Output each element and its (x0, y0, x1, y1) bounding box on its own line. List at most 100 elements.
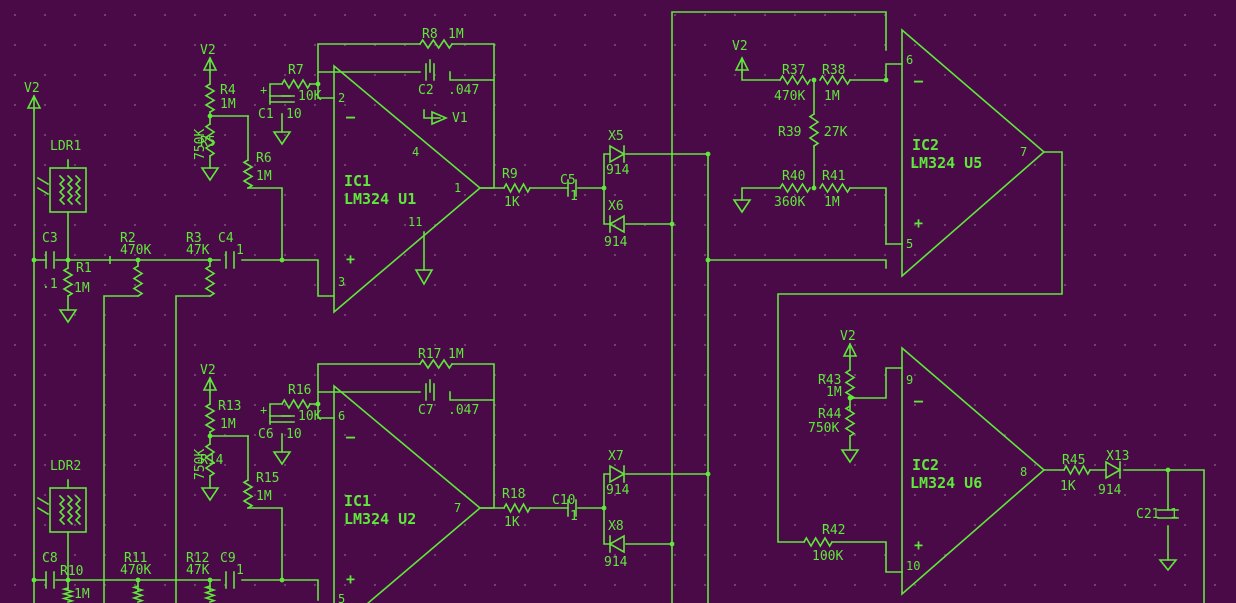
diode-x5 (609, 144, 626, 164)
u1-part-label: LM324 U1 (344, 190, 416, 208)
resistor-r45-name: R45 (1062, 453, 1085, 468)
u1-ref-label: IC1 (344, 172, 371, 190)
resistor-r13-value: 1M (220, 417, 236, 432)
resistor-r39 (808, 112, 820, 148)
capacitor-c2 (425, 63, 435, 81)
resistor-r1 (62, 266, 74, 298)
u2-part-label: LM324 U2 (344, 510, 416, 528)
capacitor-c8 (45, 571, 55, 589)
u6-pin-out: 8 (1020, 465, 1027, 479)
resistor-r2-name: R2 (120, 231, 136, 246)
resistor-r1-name: R1 (76, 261, 92, 276)
resistor-r39-value: 27K (824, 125, 848, 140)
resistor-r6-name: R6 (256, 151, 272, 166)
resistor-r3-name: R3 (186, 231, 202, 246)
u5-pin-noninv: 5 (906, 237, 913, 251)
resistor-r40 (778, 182, 812, 194)
u6-part-label: LM324 U6 (910, 474, 982, 492)
v2-arrow-icon (734, 56, 750, 73)
resistor-r8-value: 1M (448, 27, 464, 42)
u1-pin-gnd: 11 (408, 215, 422, 229)
capacitor-c1 (269, 95, 295, 103)
resistor-r41-value: 1M (824, 195, 840, 210)
resistor-r15-value: 1M (256, 489, 272, 504)
junction-dot (669, 221, 675, 227)
resistor-r4 (204, 82, 216, 114)
resistor-r43-value: 1M (826, 385, 842, 400)
resistor-r10-value: 1M (74, 587, 90, 602)
resistor-r16-name: R16 (288, 383, 311, 398)
opamp-u5: IC2 LM324 U5 6 5 7 – + (901, 28, 1046, 278)
u5-part-label: LM324 U5 (910, 154, 982, 172)
v2-label: V2 (200, 363, 216, 378)
resistor-r9 (502, 182, 532, 194)
opamp-u6: IC2 LM324 U6 9 10 8 – + (901, 346, 1046, 596)
resistor-r18-value: 1K (504, 515, 520, 530)
capacitor-c21-name: C21 (1136, 507, 1159, 522)
junction-dot (601, 505, 607, 511)
junction-dot (65, 577, 71, 583)
u1-pin-inv: 2 (338, 91, 345, 105)
capacitor-c8-value: .1 (0, 0, 16, 4)
opamp-u1: IC1 LM324 U1 2 3 1 4 11 – + (333, 64, 482, 314)
capacitor-c6-value: 10 (286, 427, 302, 442)
resistor-r7 (280, 78, 312, 90)
resistor-r11-value: 470K (120, 563, 151, 578)
resistor-r12x (203, 584, 217, 603)
resistor-r18 (502, 502, 532, 514)
capacitor-c1-value: 10 (286, 107, 302, 122)
v2-label: V2 (840, 329, 856, 344)
capacitor-c7-name: C7 (418, 403, 434, 418)
diode-x8 (608, 534, 625, 554)
u5-pin-out: 7 (1020, 145, 1027, 159)
diode-x13-value: 914 (1098, 483, 1122, 498)
junction-dot (207, 577, 213, 583)
u6-pin-inv: 9 (906, 373, 913, 387)
junction-dot (135, 257, 141, 263)
junction-dot (135, 577, 141, 583)
junction-dot (207, 257, 213, 263)
resistor-r3-value: 47K (186, 243, 210, 258)
junction-dot (705, 257, 711, 263)
v2-label: V2 (24, 81, 40, 96)
resistor-r15 (242, 478, 254, 510)
resistor-r38-value: 1M (824, 89, 840, 104)
resistor-r9-name: R9 (502, 167, 518, 182)
u2-pin-out: 7 (454, 501, 461, 515)
resistor-r14-value: 750K (193, 449, 208, 480)
capacitor-c5 (567, 179, 577, 197)
u2-pin-noninv: 5 (338, 592, 345, 603)
wires (33, 11, 1205, 603)
v2-arrow-icon (202, 376, 218, 393)
diode-x6 (608, 214, 625, 234)
resistor-r17-name: R17 (418, 347, 441, 362)
capacitor-c21 (1157, 509, 1179, 519)
junction-dot (65, 257, 71, 263)
capacitor-c7-value: .047 (448, 403, 479, 418)
capacitor-c3 (45, 251, 55, 269)
junction-dot (279, 577, 285, 583)
capacitor-c9-name: C9 (220, 551, 236, 566)
u2-ref-label: IC1 (344, 492, 371, 510)
resistor-r42-value: 100K (812, 549, 843, 564)
resistor-r45-value: 1K (1060, 479, 1076, 494)
u1-pin-vcc: 4 (412, 145, 419, 159)
junction-dot (669, 541, 675, 547)
u6-ref-label: IC2 (912, 456, 939, 474)
capacitor-c6 (269, 415, 295, 423)
resistor-r4-name: R4 (220, 83, 236, 98)
resistor-r40-name: R40 (782, 169, 805, 184)
junction-dot (315, 81, 321, 87)
u5-ref-label: IC2 (912, 136, 939, 154)
capacitor-c10-value: 1 (570, 509, 578, 524)
resistor-r5-value: 750K (193, 129, 208, 160)
junction-dot (279, 257, 285, 263)
components: R11MC3.1R2470KR347KC41R41M750KR5R61MR710… (0, 0, 1179, 603)
resistor-r14-name: R14 (200, 453, 224, 468)
resistor-r6-value: 1M (256, 169, 272, 184)
diode-x7-value: 914 (606, 483, 630, 498)
diode-x5-name: X5 (608, 129, 624, 144)
u2-plus-sign: + (346, 570, 355, 588)
junction-dot (847, 395, 853, 401)
